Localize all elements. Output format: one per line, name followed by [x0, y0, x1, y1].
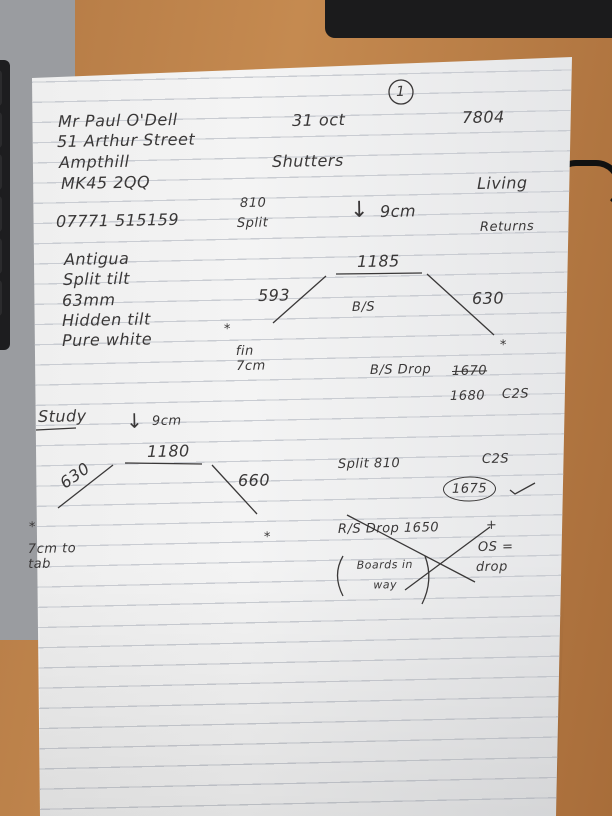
living-bs-drop-old: 1670 [451, 363, 488, 379]
asterisk-mark: * [263, 529, 272, 545]
customer-phone: 07771 515159 [55, 209, 180, 231]
plus-mark: + [485, 517, 498, 533]
laptop-key [0, 196, 2, 232]
product: Shutters [271, 150, 344, 171]
paper-shadow [40, 560, 566, 816]
job-number: 7804 [461, 107, 505, 127]
living-left-width: 593 [257, 285, 291, 305]
living-split-value: 810 [239, 195, 267, 211]
returns-label: Returns [479, 219, 535, 235]
study-title: Study [37, 406, 87, 426]
living-depth: 9cm [379, 201, 417, 221]
living-right-width: 630 [471, 288, 505, 308]
study-bs-drop: R/S Drop 1650 [337, 520, 440, 537]
spec-line: Antigua [63, 248, 130, 269]
drop-arrow-icon: ↓ [125, 408, 144, 433]
living-top-width: 1185 [356, 251, 400, 271]
dark-device [325, 0, 612, 38]
customer-town: Ampthill [58, 151, 130, 172]
living-c2s: C2S [501, 386, 530, 402]
laptop-key [0, 280, 2, 316]
laptop-key [0, 70, 2, 106]
living-center-label: B/S [351, 299, 376, 315]
cable [550, 160, 612, 212]
study-top-width: 1180 [146, 441, 190, 461]
living-split-label: Split [236, 215, 269, 231]
study-drop: drop [475, 559, 508, 575]
drop-arrow-icon: ↓ [349, 197, 370, 223]
laptop-key [0, 112, 2, 148]
asterisk-mark: * [28, 519, 37, 535]
spec-line: Hidden tilt [61, 309, 151, 330]
study-note: 7cm to tab [27, 541, 77, 572]
study-c2s: C2S [481, 451, 510, 467]
asterisk-mark: * [499, 337, 508, 353]
room: Living [476, 173, 528, 193]
customer-name: Mr Paul O'Dell [57, 109, 178, 131]
customer-postcode: MK45 2QQ [60, 172, 151, 193]
laptop-keyboard [0, 60, 10, 350]
spec-line: Pure white [61, 329, 153, 350]
study-right-width: 660 [237, 470, 271, 490]
living-note: fin 7cm [235, 343, 266, 374]
page-number: 1 [395, 83, 406, 100]
laptop-key [0, 238, 2, 274]
laptop-key [0, 154, 2, 190]
date: 31 oct [291, 110, 346, 130]
study-os: OS = [477, 539, 514, 555]
asterisk-mark: * [223, 321, 232, 337]
spec-line: 63mm [61, 290, 116, 310]
spec-line: Split tilt [62, 268, 131, 289]
living-bs-drop-label: B/S Drop [369, 361, 432, 378]
living-bs-drop-new: 1680 [449, 388, 486, 404]
study-split: Split 810 [337, 455, 401, 472]
customer-street: 51 Arthur Street [56, 129, 196, 151]
study-boards-note: Boards in way [356, 557, 414, 592]
study-depth: 9cm [151, 413, 182, 429]
